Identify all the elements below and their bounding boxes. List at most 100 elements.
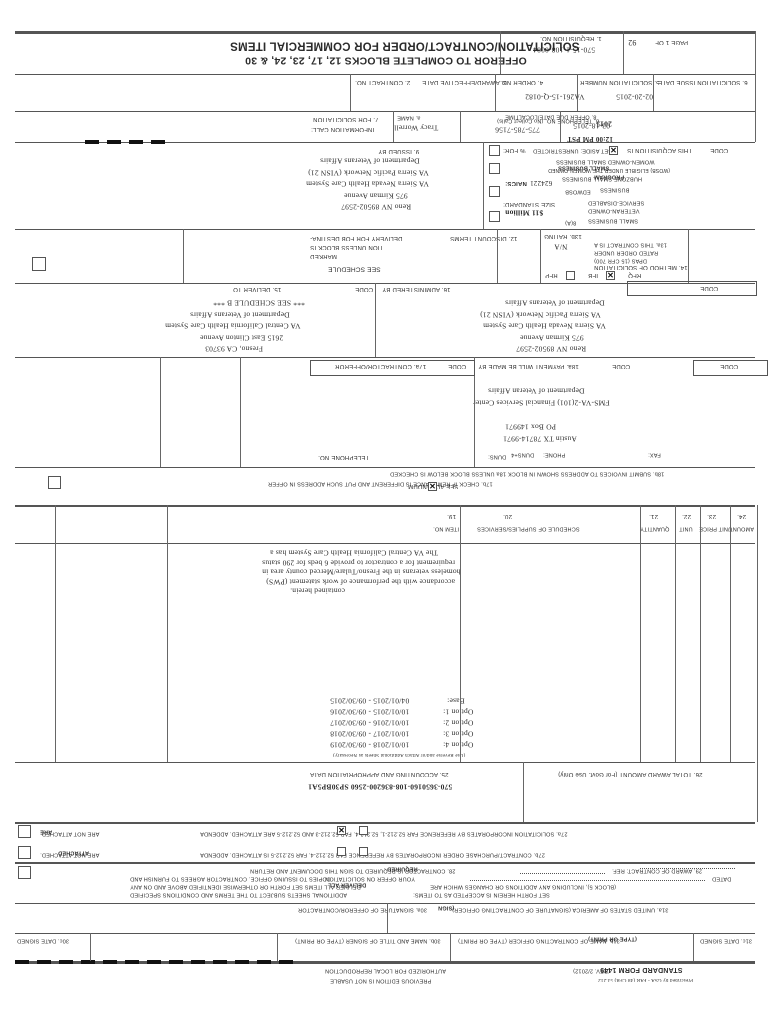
telephone-no-label: TELEPHONE NO. xyxy=(318,454,370,460)
description-line3: homeless veterans in the Fresno/Tulare/M… xyxy=(262,567,461,577)
rule-line xyxy=(15,111,755,112)
divider-line xyxy=(160,357,161,467)
wosb-checkbox[interactable] xyxy=(489,186,500,197)
issued-by-addr4: 975 Kirman Avenue xyxy=(344,191,408,200)
poc-name: Tracy Worrell xyxy=(394,123,439,133)
are-27a-checkbox[interactable]: ✕ xyxy=(337,826,346,835)
period-opt2-label: Option 2: xyxy=(443,718,474,728)
block28-checkbox[interactable] xyxy=(18,866,31,879)
phone-label: PHONE: xyxy=(543,451,566,458)
signature-usa-overprint: (SIGN xyxy=(438,904,455,911)
issued-by-addr1: Department of Veterans Affairs xyxy=(320,156,420,166)
set-aside-checkbox[interactable]: ✕ xyxy=(609,146,618,155)
divider-line xyxy=(757,762,758,822)
col21-num: 21. xyxy=(649,513,658,519)
rated-order-label3: DPAS (15 CFR 700) xyxy=(594,257,647,264)
rule-line xyxy=(15,822,755,824)
divider-line xyxy=(240,357,241,467)
divider-line xyxy=(450,933,451,961)
administered-by-label: 16. ADMINISTERED BY xyxy=(382,286,451,292)
submit-invoices-label: 18b. SUBMIT INVOICES TO ADDRESS SHOWN IN… xyxy=(390,470,665,477)
rated-order-label2: RATED ORDER UNDER xyxy=(594,249,659,256)
rule-line xyxy=(15,762,755,763)
info-call-label1: 7. FOR SOLICITATION xyxy=(313,116,379,122)
see-addendum-checkbox[interactable]: ✕ xyxy=(428,482,437,491)
divider-line xyxy=(693,933,694,961)
rfq-checkbox[interactable]: ✕ xyxy=(606,271,615,280)
fob-marked-checkbox[interactable] xyxy=(32,257,46,271)
rule-line xyxy=(15,960,295,964)
block28-overprint2: DELIVER ALL xyxy=(328,881,367,888)
form-title-line1: SOLICITATION/CONTRACT/ORDER FOR COMMERCI… xyxy=(230,39,580,52)
page-label: PAGE 1 OF xyxy=(655,39,689,45)
rule-line xyxy=(15,31,755,34)
rule-line xyxy=(85,140,165,144)
rfp-label: RFP xyxy=(545,272,558,278)
attached-27a-overprint: ARE xyxy=(40,828,53,835)
rule-line xyxy=(15,961,755,964)
block29-line2a: YOUR OFFER ON SOLICITATION xyxy=(325,875,415,882)
see-schedule-label: SEE SCHEDULE xyxy=(328,265,381,273)
are-27b-checkbox[interactable] xyxy=(337,847,346,856)
rule-line xyxy=(15,283,755,284)
block27b-text: 27b. CONTRACT/PURCHASE ORDER INCORPORATE… xyxy=(200,851,545,858)
description-line1: The VA Central California Health Care Sy… xyxy=(270,548,439,558)
addenda-27a-checkbox[interactable] xyxy=(18,825,31,838)
divider-line xyxy=(55,505,56,762)
rule-line xyxy=(15,467,755,468)
sdvosb-label1: SERVICE-DISABLED xyxy=(588,199,645,206)
admin-addr3: VA Sierra Nevada Health Care System xyxy=(483,321,606,331)
remittance-checkbox[interactable] xyxy=(48,476,61,489)
signature-offeror-label: 30a. SIGNATURE OF OFFEROR/CONTRACTOR xyxy=(298,906,427,913)
method-label: 14. METHOD OF SOLICITATION xyxy=(594,264,688,270)
col20-num: 20. xyxy=(503,513,512,519)
small-business-checkbox[interactable] xyxy=(489,163,500,174)
addenda-27b-checkbox[interactable] xyxy=(18,846,31,859)
issued-by-label: 9. ISSUED BY xyxy=(378,148,420,154)
unrestricted-checkbox[interactable] xyxy=(489,145,500,156)
naics-label: NAICS: xyxy=(505,180,527,186)
admin-code-box xyxy=(627,281,757,296)
wosb-label: WOMEN-OWNED SMALL BUSINESS xyxy=(556,158,655,165)
arenot-27b-checkbox[interactable] xyxy=(359,847,368,856)
divider-line xyxy=(460,505,461,762)
arenot-27a-checkbox[interactable] xyxy=(359,826,368,835)
set-aside-label: SET ASIDE: UNRESTRICTED xyxy=(533,147,613,154)
rule-line xyxy=(15,862,755,864)
admin-code-label: CODE xyxy=(355,286,374,292)
deliver-to-addr5: Fresno, CA 93703 xyxy=(205,344,263,354)
solicitation-no-label: 5. SOLICITATION NUMBER xyxy=(580,79,660,85)
edwosb-label: EDWOSB xyxy=(565,188,591,195)
eight-a-checkbox[interactable] xyxy=(489,211,500,222)
divider-line xyxy=(640,505,641,762)
period-base-label: Base: xyxy=(447,696,465,706)
order-no-label: 4. ORDER NO. xyxy=(500,79,544,85)
divider-line xyxy=(755,31,756,142)
poc-phone: 775-785-7156 xyxy=(495,125,540,135)
payment-code-label: CODE xyxy=(612,363,631,369)
ifb-label: IFB xyxy=(588,272,598,278)
name-co-overprint: (TYPE OR PRINT) xyxy=(588,935,637,942)
period-base-dates: 04/01/2015 - 09/30/2015 xyxy=(330,696,410,706)
rated-order-label1: 13a. THIS CONTRACT IS A xyxy=(594,241,667,248)
program-overprint: PROGRAM xyxy=(594,173,625,180)
divider-line xyxy=(350,74,351,111)
deliver-to-addr4: 2615 East Clinton Avenue xyxy=(200,333,284,342)
total-award-label: 26. TOTAL AWARD AMOUNT (For Govt. Use On… xyxy=(558,771,703,777)
ifb-checkbox[interactable] xyxy=(566,271,575,280)
divider-line xyxy=(497,229,498,283)
footer-prescribed: Prescribed by GSA - FAR (48 CFR) 53.212 xyxy=(598,977,693,982)
issue-date-label: 6. SOLICITATION ISSUE DATE xyxy=(658,79,748,85)
deliver-to-addr2: Department of Veterans Affairs xyxy=(190,310,290,319)
payment-code-box xyxy=(693,360,768,376)
discount-terms-label: 12. DISCOUNT TERMS xyxy=(450,235,518,241)
block28-line2: COPIES TO ISSUING OFFICE. CONTRACTOR AGR… xyxy=(130,875,331,882)
sdvosb-label3: SMALL BUSINESS xyxy=(588,217,638,224)
block27a-text: 27a. SOLICITATION INCORPORATES BY REFERE… xyxy=(200,830,568,837)
col24-label: AMOUNT xyxy=(729,525,755,532)
date-signed-30c-label: 30c. DATE SIGNED xyxy=(17,937,69,944)
divider-line xyxy=(653,74,654,111)
deliver-to-addr3: VA Central California Health Care System xyxy=(165,321,301,331)
use-reverse-note: (Use Reverse and/or Attach Additional Sh… xyxy=(333,752,466,757)
